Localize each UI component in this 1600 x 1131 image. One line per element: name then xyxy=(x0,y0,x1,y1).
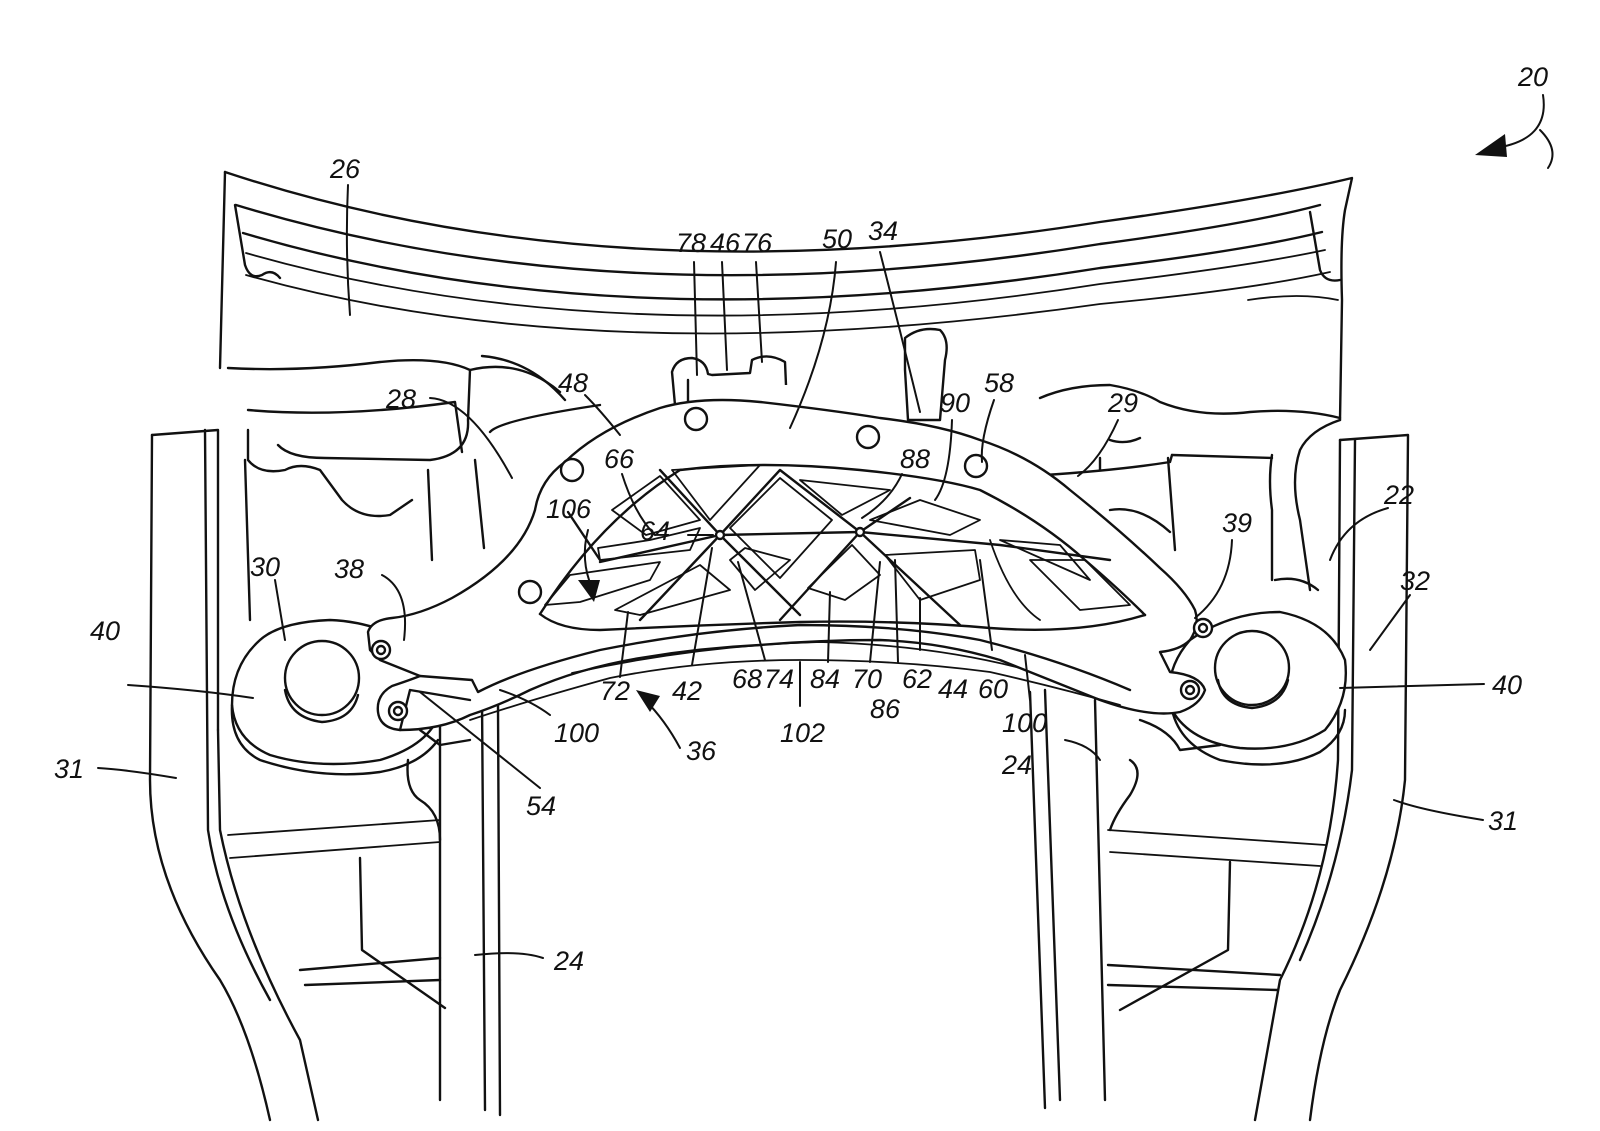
label-30: 30 xyxy=(250,552,280,582)
label-40-left: 40 xyxy=(90,616,120,646)
label-58: 58 xyxy=(984,368,1014,398)
label-76: 76 xyxy=(742,228,773,258)
right-outer-rail xyxy=(1108,435,1408,1120)
label-26: 26 xyxy=(329,154,361,184)
arrow-36 xyxy=(636,690,660,712)
label-44: 44 xyxy=(938,674,968,704)
label-29: 29 xyxy=(1107,388,1138,418)
label-36: 36 xyxy=(686,736,717,766)
label-31-right: 31 xyxy=(1488,806,1518,836)
label-42: 42 xyxy=(672,676,702,706)
label-74: 74 xyxy=(764,664,794,694)
label-50: 50 xyxy=(822,224,852,254)
label-32: 32 xyxy=(1400,566,1430,596)
label-68: 68 xyxy=(732,664,762,694)
label-40-right: 40 xyxy=(1492,670,1522,700)
label-31-left: 31 xyxy=(54,754,84,784)
label-54: 54 xyxy=(526,791,556,821)
label-78: 78 xyxy=(676,228,706,258)
label-72: 72 xyxy=(600,676,630,706)
label-24-left: 24 xyxy=(553,946,584,976)
label-20: 20 xyxy=(1517,62,1548,92)
label-38: 38 xyxy=(334,554,364,584)
label-34: 34 xyxy=(868,216,898,246)
label-70: 70 xyxy=(852,664,882,694)
label-48: 48 xyxy=(558,368,588,398)
label-86: 86 xyxy=(870,694,901,724)
left-inner-rail xyxy=(408,700,501,1115)
label-102: 102 xyxy=(780,718,825,748)
label-100-left: 100 xyxy=(554,718,599,748)
label-84: 84 xyxy=(810,664,840,694)
label-64: 64 xyxy=(640,516,670,546)
label-90: 90 xyxy=(940,388,970,418)
label-24-right: 24 xyxy=(1001,750,1032,780)
right-inner-rail xyxy=(1030,690,1220,1108)
label-39: 39 xyxy=(1222,508,1252,538)
arrow-20 xyxy=(1475,134,1507,157)
label-66: 66 xyxy=(604,444,635,474)
label-62: 62 xyxy=(902,664,932,694)
label-100-right: 100 xyxy=(1002,708,1047,738)
left-outer-rail xyxy=(150,430,445,1120)
label-28: 28 xyxy=(385,384,416,414)
label-88: 88 xyxy=(900,444,930,474)
label-46: 46 xyxy=(710,228,741,258)
label-22: 22 xyxy=(1383,480,1414,510)
label-60: 60 xyxy=(978,674,1008,704)
label-106: 106 xyxy=(546,494,592,524)
